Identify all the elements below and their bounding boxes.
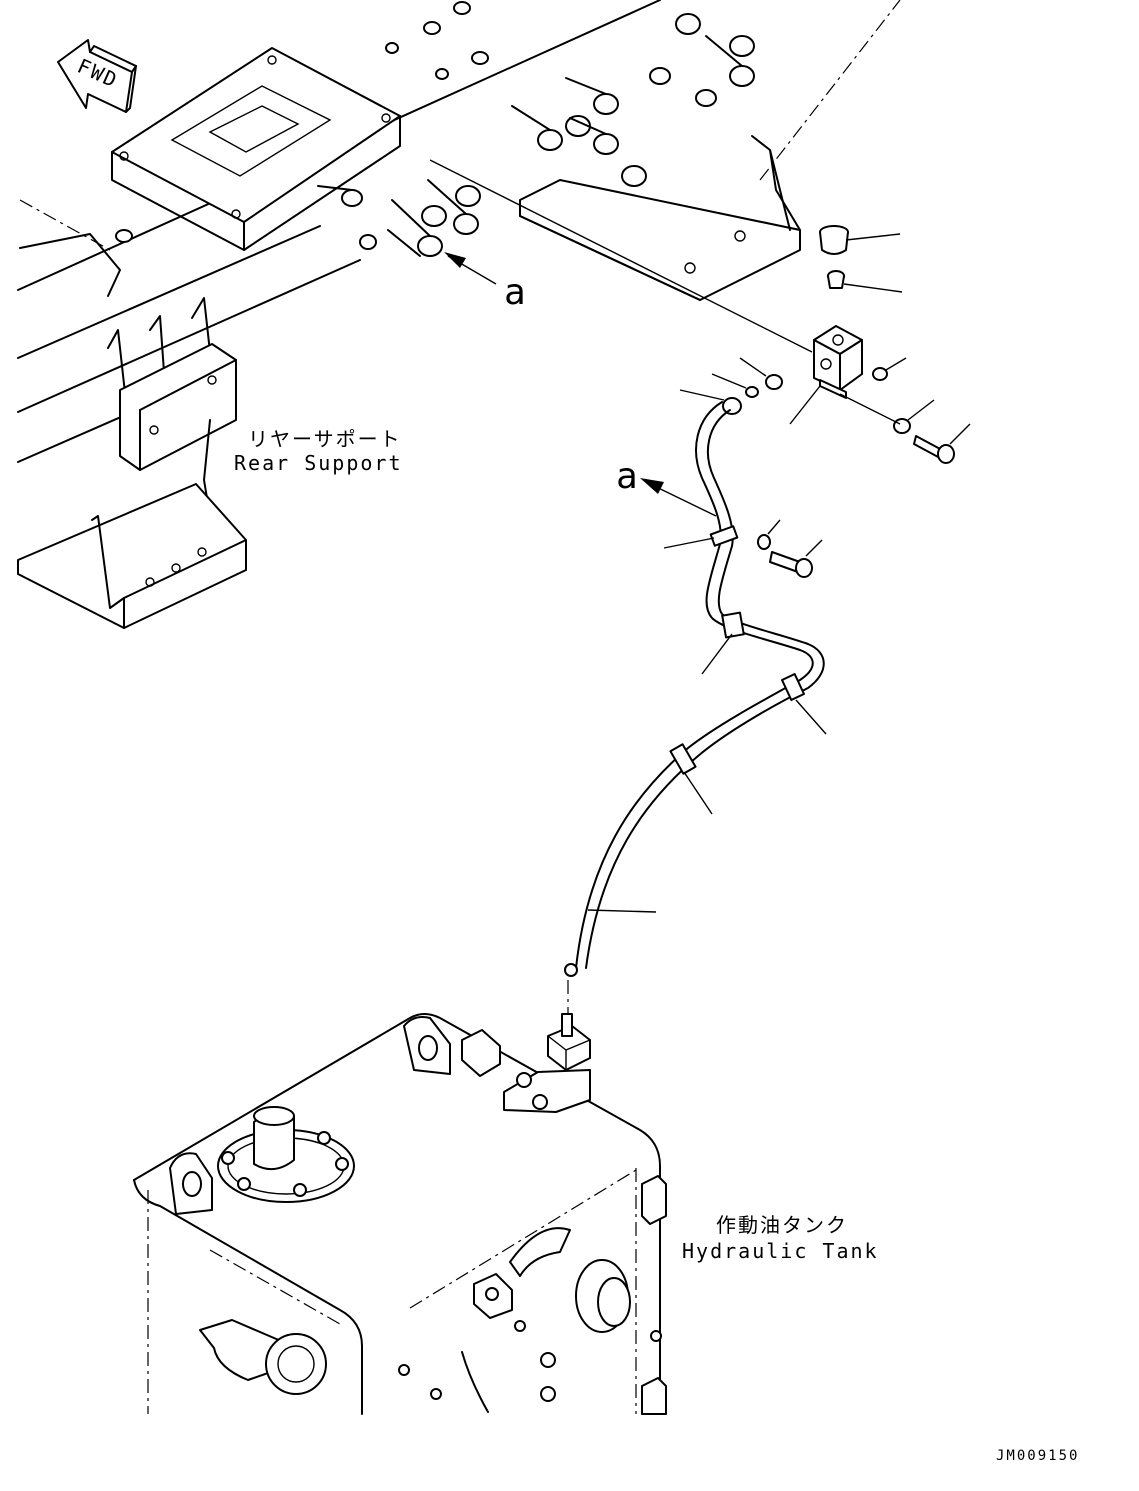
rear-support-label-en: Rear Support — [234, 451, 403, 475]
mounting-bolt-right — [913, 423, 971, 464]
hydraulic-tank — [133, 980, 667, 1415]
washer-right — [893, 399, 935, 434]
view-marker-lower: a — [616, 456, 638, 497]
hose-clamp-3 — [781, 673, 827, 735]
hydraulic-hose — [564, 401, 825, 977]
hydraulic-tank-label-en: Hydraulic Tank — [682, 1239, 879, 1263]
hose-clamp-2 — [701, 611, 745, 675]
hydraulic-tank-label-jp: 作動油タンク — [716, 1213, 848, 1237]
view-arrow-icon — [444, 252, 497, 285]
view-marker-upper: a — [504, 272, 526, 313]
plug-fitting — [739, 357, 783, 390]
drawing-number: JM009150 — [996, 1448, 1079, 1464]
rear-support-frame — [17, 0, 901, 629]
hose-clamp-4 — [669, 743, 713, 815]
view-arrow-icon — [640, 478, 717, 517]
union-fitting — [711, 373, 759, 398]
sensor-cap — [819, 225, 901, 255]
hose-clamp-1 — [663, 525, 739, 549]
rear-support-label-jp: リヤーサポート — [248, 427, 402, 451]
fwd-arrow-icon — [57, 39, 137, 113]
bolt-small-right — [872, 357, 907, 381]
junction-block — [789, 325, 863, 425]
hex-nut — [679, 389, 742, 415]
washer-clamp — [757, 519, 781, 550]
clamp-bolt — [769, 539, 823, 578]
fitting-adapter — [827, 270, 903, 293]
